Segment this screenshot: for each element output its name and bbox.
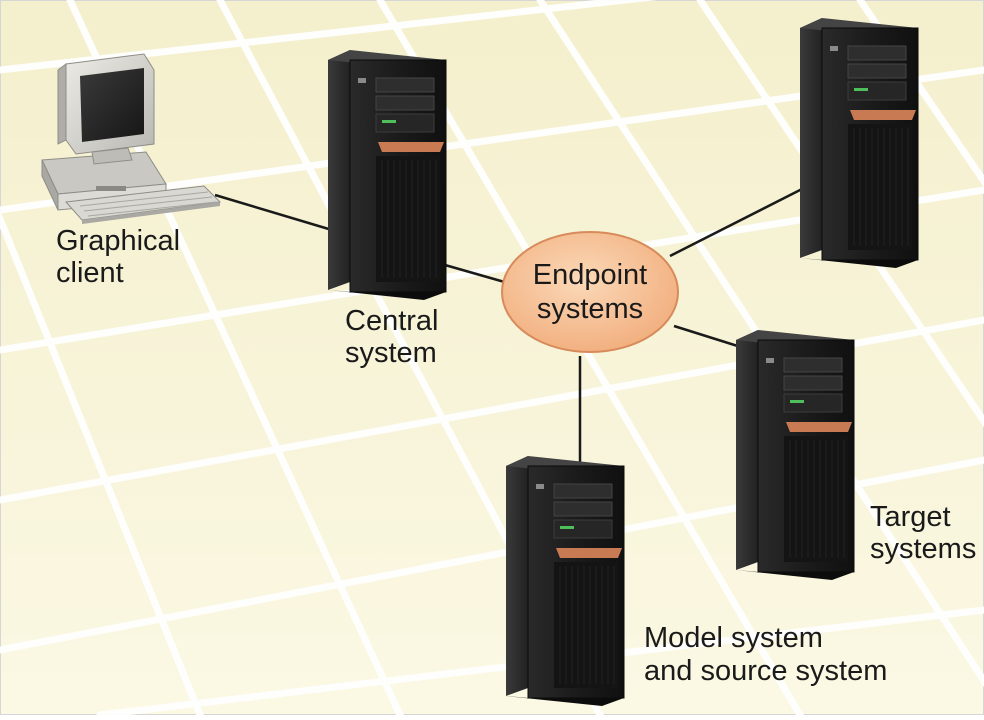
central-system-server — [327, 49, 447, 301]
central-system-line2: system — [345, 337, 437, 369]
endpoint-label-line1: Endpoint — [533, 259, 648, 291]
target-systems-line2: systems — [870, 533, 976, 565]
model-system-line1: Model system — [644, 622, 823, 654]
graphical-client-line2: client — [56, 257, 124, 289]
tower-server-icon — [327, 49, 447, 301]
central-system-line1: Central — [345, 305, 439, 337]
tower-server-icon — [735, 329, 855, 581]
desktop-computer-icon — [41, 53, 222, 224]
endpoint-oval — [501, 231, 679, 353]
model-system-line2: and source system — [644, 655, 887, 687]
endpoint-server-top — [799, 17, 919, 269]
endpoint-label-line2: systems — [537, 293, 643, 325]
connector-endpoint-top-server — [669, 186, 805, 258]
tower-server-icon — [799, 17, 919, 269]
graphical-client-line1: Graphical — [56, 225, 180, 257]
model-source-system-label: Model system and source system — [644, 622, 887, 687]
connector-central-endpoint — [444, 263, 509, 285]
connector-client-central — [214, 193, 333, 232]
model-source-system-server — [505, 455, 625, 707]
endpoint-systems-node: Endpoint systems — [501, 231, 679, 353]
target-systems-label: Target systems — [870, 501, 976, 565]
tower-server-icon — [505, 455, 625, 707]
target-systems-line1: Target — [870, 501, 951, 533]
connectors — [214, 186, 805, 462]
connector-endpoint-target — [673, 324, 745, 350]
central-system-label: Central system — [345, 305, 439, 369]
graphical-client-label: Graphical client — [56, 225, 180, 289]
target-system-server — [735, 329, 855, 581]
